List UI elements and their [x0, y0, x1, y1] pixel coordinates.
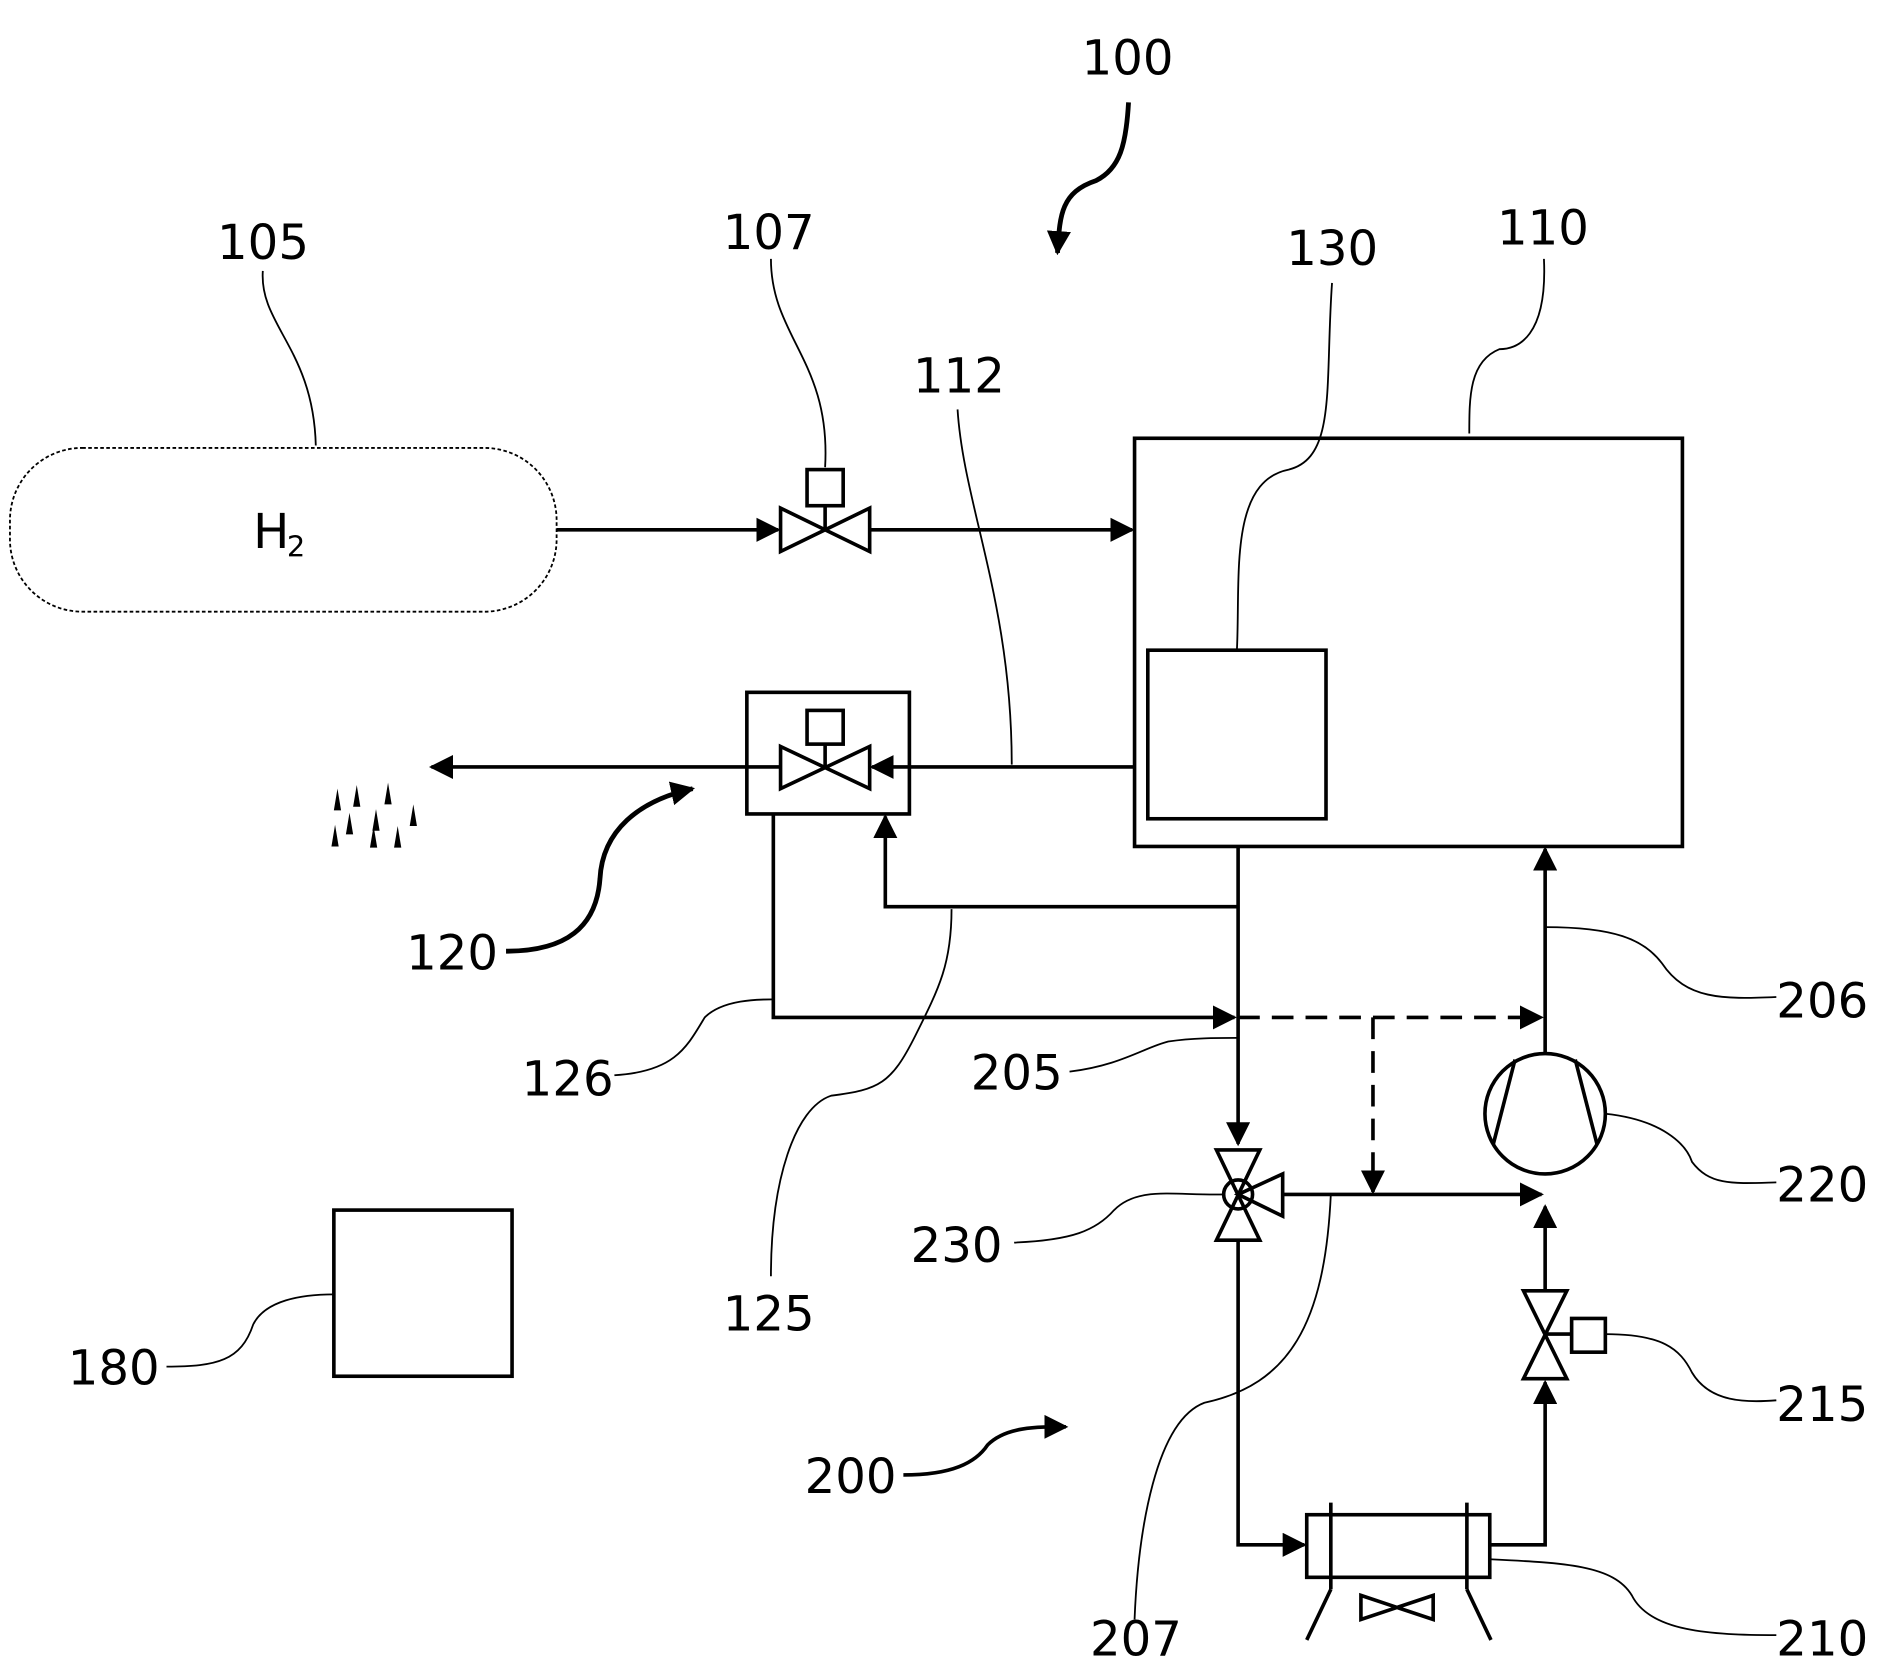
radiator: [1307, 1503, 1491, 1640]
label-220: 220: [1776, 1158, 1868, 1214]
label-210: 210: [1776, 1612, 1868, 1658]
label-125: 125: [723, 1286, 815, 1342]
label-120: 120: [406, 925, 498, 981]
label-100: 100: [1082, 31, 1174, 87]
radiator-inlet: [1238, 1240, 1304, 1545]
valve-215: [1523, 1291, 1605, 1379]
label-230: 230: [911, 1218, 1003, 1274]
water-drops-icon: [331, 783, 416, 848]
controller-box: [1148, 650, 1326, 819]
label-130: 130: [1286, 221, 1378, 277]
label-205: 205: [971, 1046, 1063, 1102]
purge-valve-unit: [747, 692, 910, 814]
pointer-arrows: [506, 102, 1129, 1475]
label-200: 200: [805, 1449, 897, 1505]
label-126: 126: [522, 1052, 614, 1108]
label-112: 112: [913, 349, 1005, 405]
hydrogen-tank: H 2: [10, 448, 557, 612]
compressor: [1485, 1054, 1605, 1174]
label-206: 206: [1776, 973, 1868, 1029]
label-207: 207: [1090, 1612, 1182, 1658]
supply-valve: [781, 470, 870, 552]
control-unit-180: [334, 1210, 512, 1376]
radiator-outlet: [1490, 1382, 1545, 1545]
label-107: 107: [723, 205, 815, 261]
label-180: 180: [68, 1341, 160, 1397]
line-126: [773, 814, 1234, 1017]
tank-label-subscript: 2: [287, 529, 305, 563]
label-110: 110: [1497, 200, 1589, 256]
label-105: 105: [217, 215, 309, 271]
fan-icon: [1361, 1595, 1433, 1619]
three-way-valve: [1216, 1150, 1282, 1240]
label-215: 215: [1776, 1377, 1868, 1433]
tank-label: H: [253, 504, 289, 560]
fuel-cell-box: [1135, 438, 1683, 846]
signal-line-125: [885, 816, 1238, 906]
